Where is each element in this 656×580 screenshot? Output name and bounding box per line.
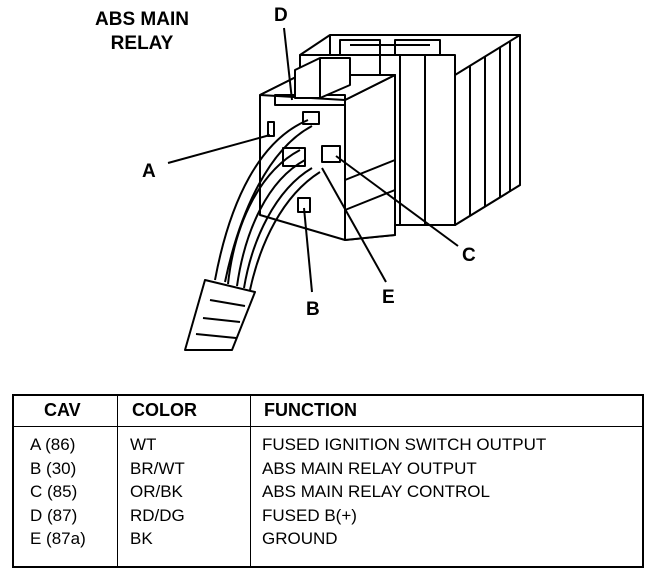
leader-e: [321, 167, 387, 283]
table-row-color: OR/BK: [130, 482, 183, 501]
table-row-cav: E (87a): [30, 529, 86, 548]
leader-d: [283, 27, 293, 101]
callout-a: A: [142, 161, 156, 182]
table-row-color: WT: [130, 435, 157, 454]
callout-d: D: [274, 5, 288, 26]
header-cav: CAV: [44, 400, 81, 420]
title-line-2: RELAY: [110, 33, 174, 54]
table-row-cav: C (85): [30, 482, 78, 501]
table-row-function: ABS MAIN RELAY OUTPUT: [262, 458, 477, 478]
cav-column: A (86) B (30) C (85) D (87) E (87a): [30, 433, 86, 551]
table-row-function: ABS MAIN RELAY CONTROL: [262, 482, 490, 501]
wire-bundle: [184, 119, 321, 351]
pinout-table: CAV COLOR FUNCTION A (86) B (30) C (85) …: [12, 394, 644, 568]
color-column: WT BR/WT OR/BK RD/DG BK: [130, 433, 185, 551]
title-line-1: ABS MAIN: [95, 9, 189, 30]
header-divider: [14, 426, 642, 427]
column-divider: [117, 396, 118, 566]
relay-connector-illustration: [167, 27, 521, 351]
table-row-cav: A (86): [30, 435, 76, 454]
table-row-cav: B (30): [30, 458, 77, 478]
header-function: FUNCTION: [264, 400, 357, 420]
table-row-cav: D (87): [30, 505, 78, 525]
table-row-function: FUSED B(+): [262, 505, 357, 525]
leader-a: [167, 134, 271, 164]
table-row-function: GROUND: [262, 529, 338, 548]
function-column: FUSED IGNITION SWITCH OUTPUT ABS MAIN RE…: [262, 433, 546, 551]
table-row-function: FUSED IGNITION SWITCH OUTPUT: [262, 435, 547, 454]
connector-housing: [259, 57, 396, 241]
column-divider: [250, 396, 251, 566]
callout-b: B: [306, 299, 320, 320]
leader-b: [303, 207, 313, 293]
table-row-color: RD/DG: [130, 505, 185, 525]
diagram-title: ABS MAIN RELAY: [82, 8, 202, 56]
callout-c: C: [462, 245, 476, 266]
callout-e: E: [382, 287, 395, 308]
leader-c: [335, 155, 459, 247]
table-row-color: BK: [130, 529, 153, 548]
table-row-color: BR/WT: [130, 458, 185, 478]
header-color: COLOR: [132, 400, 197, 420]
